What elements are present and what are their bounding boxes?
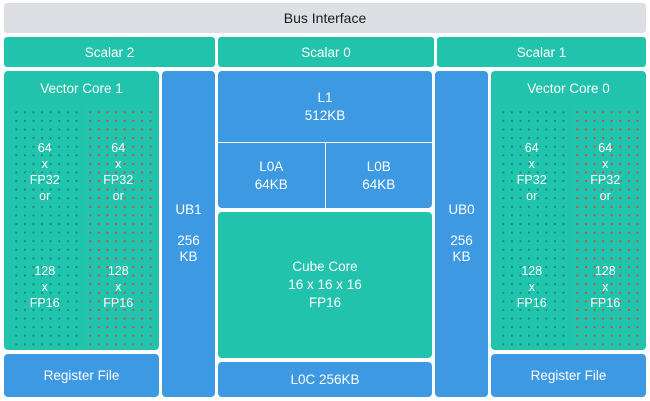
vector-core-1-lane-b-fp32: 64 x FP32 or [103, 141, 133, 203]
l1-buffer: L1 512KB [218, 71, 432, 143]
vector-core-1-lane-b: 64 x FP32 or 128 x FP16 [83, 105, 153, 347]
vector-core-0-lane-a: 64 x FP32 or 128 x FP16 [497, 105, 567, 347]
l0a-buffer-name: L0A [259, 158, 284, 174]
lane-width-alt: 128 [107, 264, 129, 279]
unified-buffer-1: UB1 256 KB [162, 71, 215, 397]
vector-core-0-lanes: 64 x FP32 or 128 x FP16 64 [491, 105, 646, 347]
lane-multiply-alt: x [528, 280, 535, 295]
vector-core-1-lanes: 64 x FP32 or 128 x FP16 64 [4, 105, 159, 347]
l0a-buffer-size: 64KB [254, 176, 288, 192]
lane-precision-alt: FP16 [103, 295, 134, 310]
unified-buffer-1-size-unit: KB [179, 249, 198, 265]
unified-buffer-0-name: UB0 [448, 201, 475, 217]
scalar-unit-2-label: Scalar 2 [84, 44, 135, 60]
register-file-left: Register File [4, 354, 159, 397]
l1-buffer-size: 512KB [304, 107, 346, 123]
core-body: Vector Core 1 64 x FP32 or 128 x FP16 [4, 71, 646, 397]
vector-core-1: Vector Core 1 64 x FP32 or 128 x FP16 [4, 71, 159, 350]
lane-width: 64 [524, 141, 539, 156]
register-file-left-label: Register File [43, 368, 120, 383]
vector-core-0-lane-b-fp32: 64 x FP32 or [590, 141, 620, 203]
l0c-buffer: L0C 256KB [218, 362, 432, 397]
l0b-buffer-size: 64KB [362, 176, 396, 192]
lane-or: or [599, 188, 611, 203]
lane-multiply-alt: x [602, 280, 609, 295]
cube-core-precision: FP16 [308, 295, 342, 311]
bus-interface-label: Bus Interface [283, 10, 367, 26]
lane-multiply: x [115, 157, 122, 172]
unified-buffer-0-size-unit: KB [452, 249, 471, 265]
unified-buffer-1-size-value: 256 [177, 232, 200, 248]
vector-core-0-column: Vector Core 0 64 x FP32 or 128 x FP16 [491, 71, 646, 397]
memory-stack: L1 512KB L0A 64KB L0B 64KB [218, 71, 432, 208]
vector-core-0-title: Vector Core 0 [527, 80, 610, 96]
lane-multiply-alt: x [41, 280, 48, 295]
lane-or: or [112, 188, 124, 203]
lane-precision-alt: FP16 [29, 295, 60, 310]
lane-precision: FP32 [103, 172, 134, 187]
lane-multiply-alt: x [115, 280, 122, 295]
vector-core-0-lane-a-fp32: 64 x FP32 or [517, 141, 547, 203]
scalar-unit-0: Scalar 0 [218, 37, 434, 67]
unified-buffer-1-name: UB1 [175, 201, 202, 217]
cube-core: Cube Core 16 x 16 x 16 FP16 [218, 212, 432, 358]
center-column: L1 512KB L0A 64KB L0B 64KB Cube Core 16 … [218, 71, 432, 397]
vector-core-1-title: Vector Core 1 [40, 80, 123, 96]
scalar-unit-1-label: Scalar 1 [516, 44, 567, 60]
l0-buffer-row: L0A 64KB L0B 64KB [218, 143, 432, 208]
vector-core-1-lane-a: 64 x FP32 or 128 x FP16 [10, 105, 80, 347]
lane-width-alt: 128 [521, 264, 543, 279]
lane-multiply: x [528, 157, 535, 172]
lane-width-alt: 128 [594, 264, 616, 279]
unified-buffer-0: UB0 256 KB [435, 71, 488, 397]
l1-buffer-name: L1 [317, 89, 333, 105]
lane-precision-alt: FP16 [590, 295, 621, 310]
vector-core-1-column: Vector Core 1 64 x FP32 or 128 x FP16 [4, 71, 159, 397]
vector-core-0-lane-a-fp16: 128 x FP16 [517, 264, 547, 310]
scalar-unit-0-label: Scalar 0 [301, 44, 351, 60]
lane-width: 64 [598, 141, 613, 156]
lane-precision-alt: FP16 [516, 295, 547, 310]
vector-core-0-lane-b: 64 x FP32 or 128 x FP16 [570, 105, 640, 347]
vector-core-0-lane-b-fp16: 128 x FP16 [590, 264, 620, 310]
vector-core-1-lane-a-fp16: 128 x FP16 [30, 264, 60, 310]
lane-multiply: x [602, 157, 609, 172]
lane-width: 64 [37, 141, 52, 156]
lane-width: 64 [111, 141, 126, 156]
l0b-buffer-name: L0B [366, 158, 391, 174]
scalar-unit-1: Scalar 1 [437, 37, 646, 67]
scalar-units-row: Scalar 2 Scalar 0 Scalar 1 [4, 37, 646, 67]
l0c-buffer-label: L0C 256KB [290, 372, 360, 387]
cube-core-name: Cube Core [292, 258, 358, 274]
vector-core-0: Vector Core 0 64 x FP32 or 128 x FP16 [491, 71, 646, 350]
register-file-right-label: Register File [530, 368, 607, 383]
scalar-unit-2: Scalar 2 [4, 37, 215, 67]
l0a-buffer: L0A 64KB [218, 143, 325, 208]
lane-width-alt: 128 [34, 264, 56, 279]
bus-interface-bar: Bus Interface [4, 3, 646, 33]
vector-core-1-lane-a-fp32: 64 x FP32 or [30, 141, 60, 203]
lane-precision: FP32 [516, 172, 547, 187]
lane-or: or [526, 188, 538, 203]
cube-core-dimensions: 16 x 16 x 16 [288, 276, 362, 292]
unified-buffer-0-size-value: 256 [450, 232, 473, 248]
lane-or: or [39, 188, 51, 203]
register-file-right: Register File [491, 354, 646, 397]
lane-multiply: x [41, 157, 48, 172]
lane-precision: FP32 [29, 172, 60, 187]
l0b-buffer: L0B 64KB [324, 143, 433, 208]
lane-precision: FP32 [590, 172, 621, 187]
vector-core-1-lane-b-fp16: 128 x FP16 [103, 264, 133, 310]
